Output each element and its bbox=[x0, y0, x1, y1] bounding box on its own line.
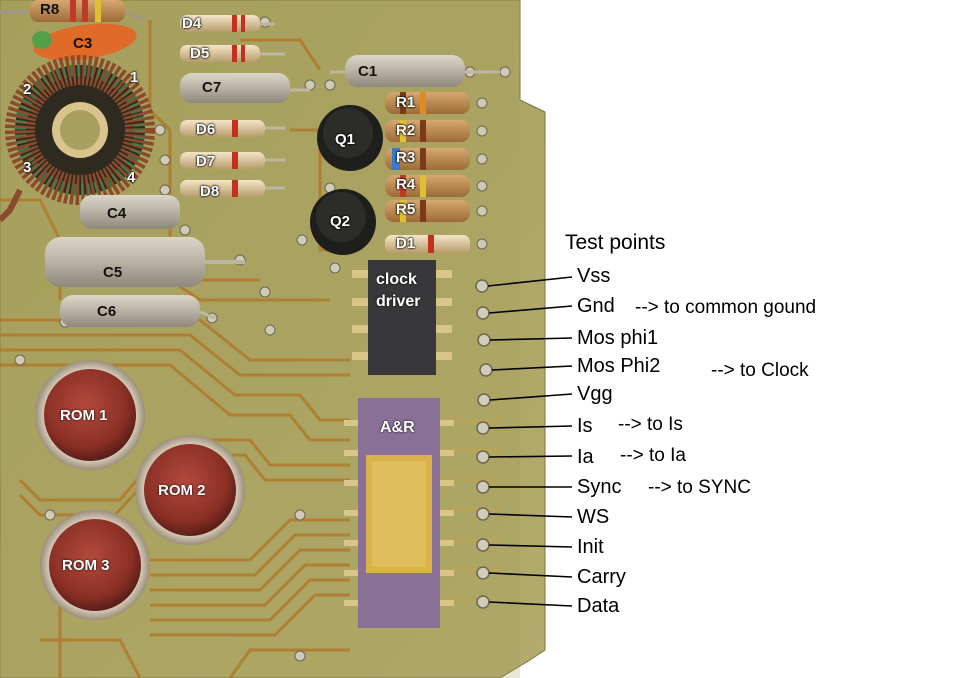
test-point-label: Carry bbox=[577, 566, 626, 588]
label-c5: C5 bbox=[103, 264, 123, 281]
label-c3: C3 bbox=[73, 35, 93, 52]
label-r8: R8 bbox=[40, 1, 60, 18]
test-point-label: WS bbox=[577, 506, 610, 528]
clock-driver-chip bbox=[352, 260, 452, 375]
label-c4: C4 bbox=[107, 205, 127, 222]
test-point-label: Data bbox=[577, 595, 620, 617]
label-toroid-pin1: 1 bbox=[130, 69, 139, 86]
test-point-note: --> to SYNC bbox=[648, 477, 751, 498]
label-d5: D5 bbox=[190, 45, 210, 62]
label-d1: D1 bbox=[396, 235, 416, 252]
label-r3: R3 bbox=[396, 149, 416, 166]
label-rom-2: ROM 2 bbox=[158, 482, 206, 499]
test-point-label: Sync bbox=[577, 476, 622, 498]
test-point-leaders bbox=[487, 276, 573, 607]
label-d6: D6 bbox=[196, 121, 216, 138]
label-q1: Q1 bbox=[335, 131, 356, 148]
test-point-label: Is bbox=[577, 415, 593, 437]
test-points-title: Test points bbox=[565, 231, 666, 254]
label-c6: C6 bbox=[97, 303, 117, 320]
label-r4: R4 bbox=[396, 176, 416, 193]
test-point-note: --> to Ia bbox=[620, 445, 686, 466]
label-toroid-pin4: 4 bbox=[127, 169, 136, 186]
ar-chip bbox=[344, 398, 454, 628]
test-point-label: Mos Phi2 bbox=[577, 355, 661, 377]
test-point-note: --> to Is bbox=[618, 414, 683, 435]
test-point-label: Vss bbox=[577, 265, 611, 287]
label-toroid-pin2: 2 bbox=[23, 81, 32, 98]
label-q2: Q2 bbox=[330, 213, 351, 230]
label-r2: R2 bbox=[396, 122, 416, 139]
label-r5: R5 bbox=[396, 201, 416, 218]
label-c1: C1 bbox=[358, 63, 378, 80]
rom-2-can bbox=[135, 435, 245, 545]
test-point-label: Vgg bbox=[577, 383, 613, 405]
label-d4: D4 bbox=[182, 15, 202, 32]
label-toroid-pin3: 3 bbox=[23, 159, 32, 176]
test-point-label: Init bbox=[577, 536, 604, 558]
label-clock-driver-line2: driver bbox=[376, 293, 421, 310]
rom-3-can bbox=[40, 510, 150, 620]
toroid-transformer bbox=[0, 55, 155, 223]
label-rom-3: ROM 3 bbox=[62, 557, 110, 574]
test-point-label: Gnd bbox=[577, 295, 615, 317]
test-point-note: --> to common gound bbox=[635, 297, 817, 318]
label-c7: C7 bbox=[202, 79, 222, 96]
label-ar-chip: A&R bbox=[380, 419, 415, 436]
rom-1-can bbox=[35, 360, 145, 470]
label-clock-driver-line1: clock bbox=[376, 271, 417, 288]
label-rom-1: ROM 1 bbox=[60, 407, 108, 424]
test-point-note: --> to Clock bbox=[711, 360, 809, 381]
label-d7: D7 bbox=[196, 153, 216, 170]
label-r1: R1 bbox=[396, 94, 416, 111]
label-d8: D8 bbox=[200, 183, 220, 200]
test-point-label: Mos phi1 bbox=[577, 327, 659, 349]
test-point-label: Ia bbox=[577, 446, 594, 468]
